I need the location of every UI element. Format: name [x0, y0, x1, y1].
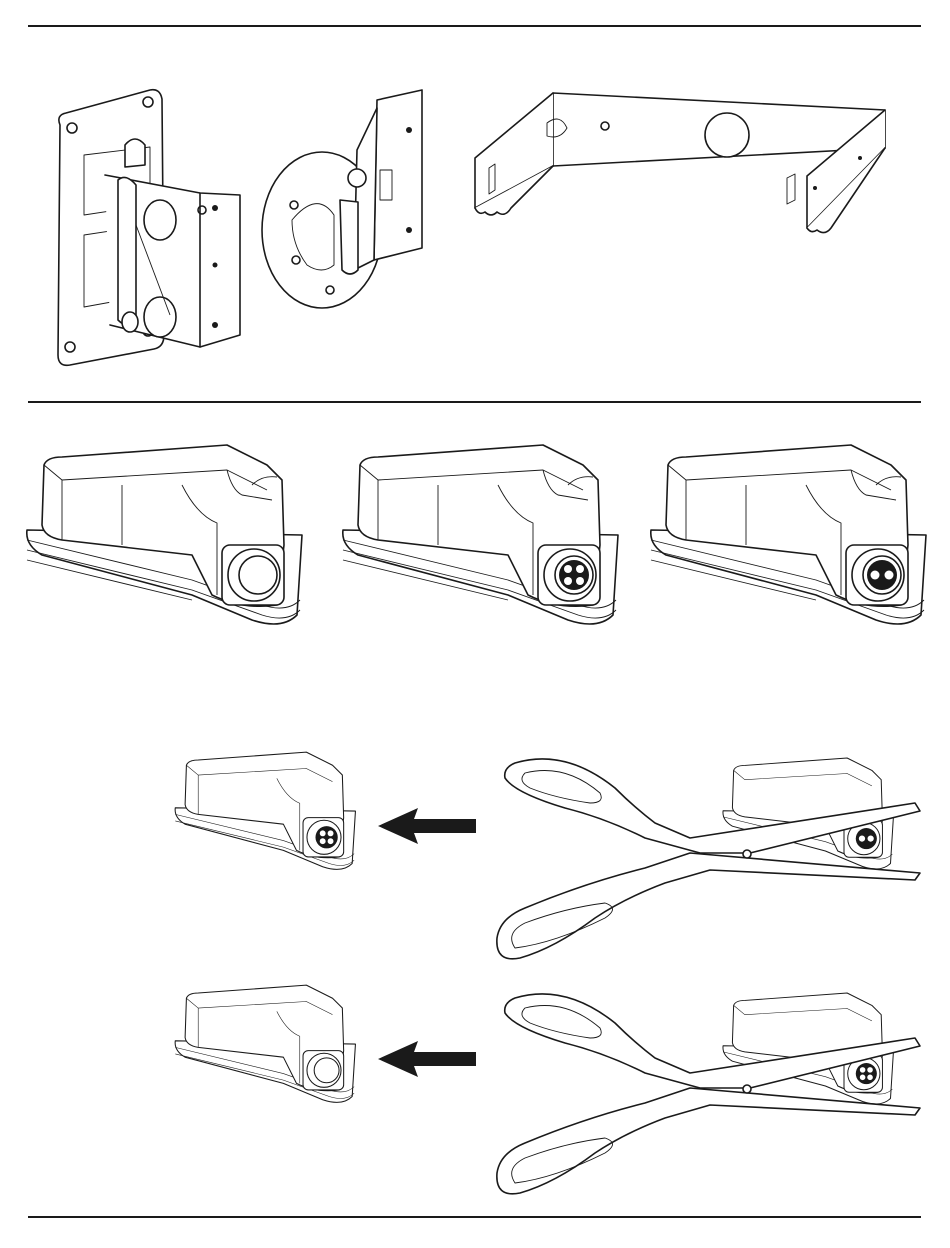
- cover-port: [222, 545, 284, 605]
- middle-divider: [28, 401, 921, 403]
- wall-mount-bracket: [50, 85, 250, 375]
- scissors-trimming-two-pin: [495, 748, 920, 968]
- result-cover-four-pin: [172, 752, 362, 880]
- connector-cover-two-pin: [646, 445, 936, 640]
- scissors-trimming-four-pin: [495, 983, 920, 1203]
- connector-cover-four-pin: [338, 445, 628, 640]
- connector-cover-open: [22, 445, 312, 640]
- u-bracket: [465, 88, 905, 248]
- result-cover-open: [172, 985, 362, 1113]
- bottom-divider: [28, 1216, 921, 1218]
- left-arrow-icon: [378, 1041, 478, 1077]
- top-divider: [28, 25, 921, 27]
- left-arrow-icon: [378, 808, 478, 844]
- round-base-bracket: [262, 90, 432, 310]
